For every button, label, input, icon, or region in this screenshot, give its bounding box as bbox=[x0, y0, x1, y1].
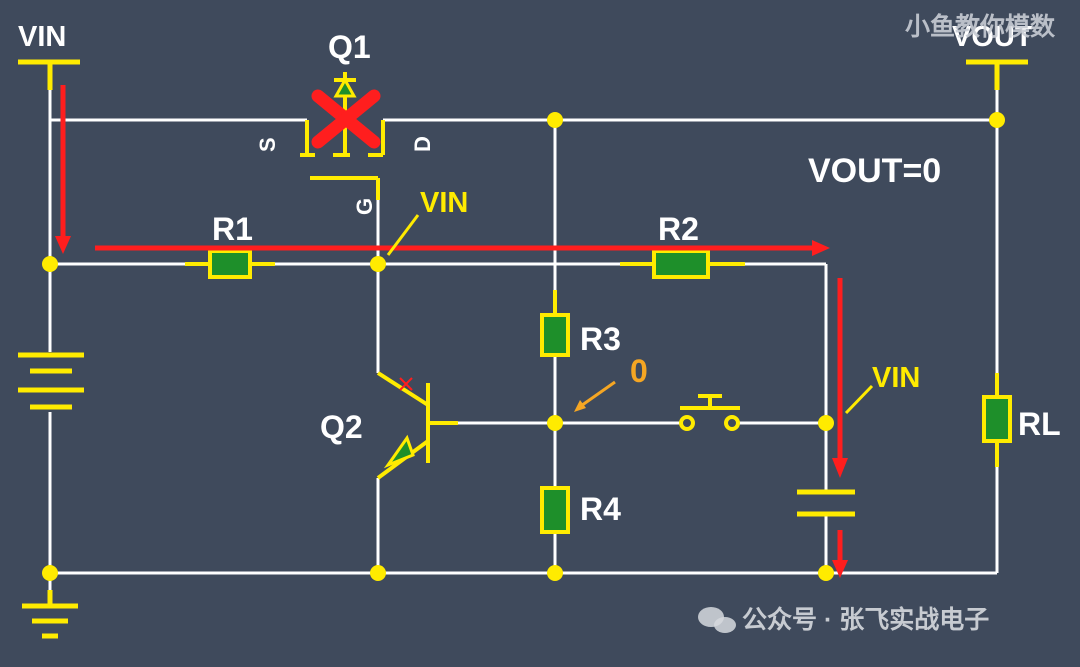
r3-label: R3 bbox=[580, 321, 621, 357]
wechat-icon bbox=[698, 607, 736, 633]
vin-top-label: VIN bbox=[18, 21, 66, 53]
r2-label: R2 bbox=[658, 211, 699, 247]
r1-resistor bbox=[208, 249, 252, 279]
zero-label: 0 bbox=[630, 353, 648, 389]
push-button-icon bbox=[679, 394, 740, 431]
r3-resistor bbox=[540, 313, 570, 357]
vin-terminal bbox=[18, 59, 80, 90]
vin-gate-pointer bbox=[386, 214, 420, 256]
source-pin-label: S bbox=[255, 137, 280, 152]
gate-pin-label: G bbox=[352, 198, 377, 215]
zero-pointer-head bbox=[574, 400, 586, 412]
vin-cap-label: VIN bbox=[872, 362, 920, 394]
vout-terminal bbox=[966, 59, 1028, 90]
junction-dots bbox=[42, 112, 1005, 581]
rl-resistor bbox=[982, 395, 1012, 443]
drain-pin-label: D bbox=[410, 136, 435, 152]
mosfet-icon bbox=[300, 72, 385, 200]
watermark-top: 小鱼教你模数 bbox=[905, 12, 1056, 41]
vout-eq-label: VOUT=0 bbox=[808, 152, 941, 190]
q1-label: Q1 bbox=[328, 29, 371, 65]
ground-icon bbox=[22, 590, 78, 639]
zero-pointer bbox=[577, 380, 616, 410]
vout-top-label: VOUT bbox=[952, 21, 1033, 53]
current-arrows bbox=[55, 85, 848, 578]
vin-gate-label: VIN bbox=[420, 187, 468, 219]
close-icon bbox=[311, 89, 381, 149]
r2-resistor bbox=[652, 249, 710, 279]
r4-resistor bbox=[540, 486, 570, 534]
watermark-bottom: 公众号 · 张飞实战电子 bbox=[742, 605, 989, 634]
q2-label: Q2 bbox=[320, 409, 363, 445]
r1-label: R1 bbox=[212, 211, 253, 247]
capacitor-icon bbox=[797, 489, 855, 517]
battery-icon bbox=[18, 352, 84, 410]
rl-label: RL bbox=[1018, 406, 1061, 442]
vin-cap-pointer bbox=[844, 384, 874, 415]
wires bbox=[48, 88, 999, 600]
r4-label: R4 bbox=[580, 491, 621, 527]
npn-transistor-icon bbox=[376, 371, 458, 480]
close-icon bbox=[399, 377, 413, 391]
